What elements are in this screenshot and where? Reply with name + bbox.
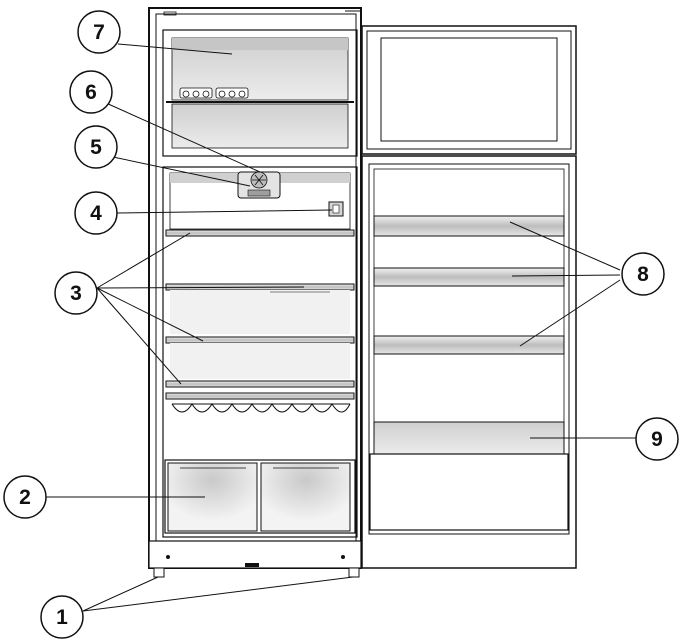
callout-label: 5 xyxy=(90,136,102,159)
ice-tray xyxy=(179,87,249,99)
callouts: 7 6 5 4 3 2 1 8 xyxy=(3,10,679,639)
callout-label: 3 xyxy=(70,282,82,305)
fan-switch xyxy=(328,201,344,217)
callout-label: 2 xyxy=(19,486,31,509)
callout-label: 4 xyxy=(90,202,102,225)
callout-9: 9 xyxy=(635,417,679,461)
callout-6: 6 xyxy=(69,70,113,114)
callout-2: 2 xyxy=(3,475,47,519)
leader-lines xyxy=(45,43,636,612)
shelf xyxy=(165,283,355,334)
thermostat-light-unit xyxy=(237,171,281,199)
door-shelves xyxy=(373,215,565,355)
crisper-drawers xyxy=(164,459,356,534)
callout-label: 8 xyxy=(637,263,649,286)
bottle-rack xyxy=(171,403,351,413)
door-shelf xyxy=(373,335,565,355)
callout-7: 7 xyxy=(77,10,121,54)
freezer-door xyxy=(361,25,577,155)
callout-label: 1 xyxy=(56,606,68,629)
shelf xyxy=(165,229,355,237)
callout-8: 8 xyxy=(621,252,665,296)
crisper-drawer xyxy=(260,462,351,532)
door-shelf xyxy=(373,267,565,287)
callout-5: 5 xyxy=(74,125,118,169)
callout-4: 4 xyxy=(74,191,118,235)
crisper-drawer xyxy=(167,462,258,532)
shelf xyxy=(165,380,355,388)
shelf xyxy=(165,392,355,400)
callout-label: 9 xyxy=(651,428,663,451)
shelf xyxy=(165,336,355,379)
base-plinth xyxy=(148,540,362,569)
adjustable-feet xyxy=(153,567,360,578)
freezer-compartment xyxy=(162,29,358,157)
callout-3: 3 xyxy=(54,271,98,315)
bottle-shelf xyxy=(369,421,569,531)
door-shelf xyxy=(373,215,565,237)
callout-1: 1 xyxy=(40,595,84,639)
callout-label: 7 xyxy=(93,21,105,44)
callout-label: 6 xyxy=(85,81,97,104)
